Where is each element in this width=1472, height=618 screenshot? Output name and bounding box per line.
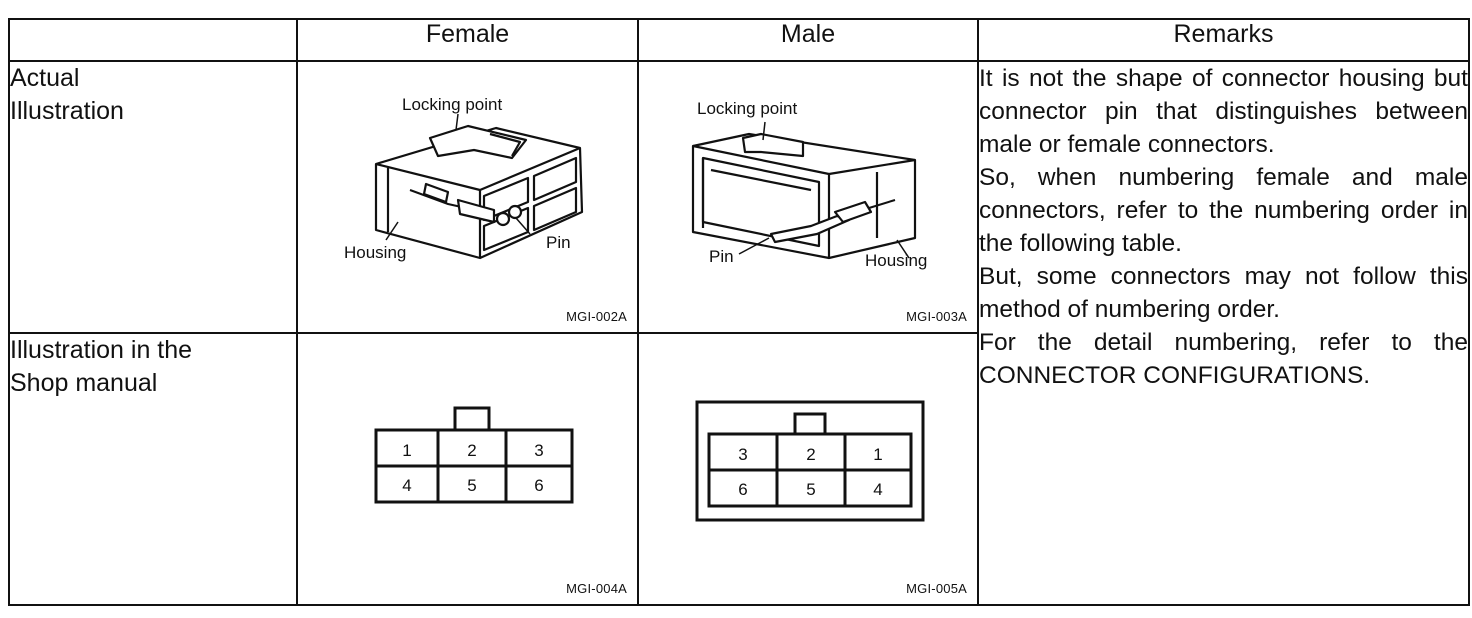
male-locking-point-label: Locking point [697,99,797,118]
male-pin-number: 2 [806,445,815,464]
row-label-shop: Illustration in the Shop manual [8,332,298,606]
header-row: Female Male Remarks [8,18,1470,62]
header-blank [8,18,298,62]
female-locking-point-label: Locking point [402,95,502,114]
female-pin-number: 6 [534,476,543,495]
male-pin-number: 1 [873,445,882,464]
male-pin-number: 4 [873,480,882,499]
row-label-shop-line1: Illustration in the [10,336,193,364]
female-pin-number: 4 [402,476,411,495]
female-housing-label: Housing [344,243,406,262]
male-actual-figure-code: MGI-003A [906,309,967,324]
row-label-shop-line2: Shop manual [10,369,158,397]
header-female: Female [296,18,639,62]
male-pin-layout-drawing: 3 2 1 6 5 4 [695,400,925,522]
male-pin-number: 6 [738,480,747,499]
remarks-paragraph-1: It is not the shape of connector housing… [979,65,1468,158]
female-pin-number: 5 [467,476,476,495]
female-pin-layout-drawing: 1 2 3 4 5 6 [374,406,574,504]
male-connector-drawing: Locking point Pin Housing [691,99,927,270]
female-shop-figure-code: MGI-004A [566,581,627,596]
remarks-cell: It is not the shape of connector housing… [977,60,1470,606]
male-shop-figure-code: MGI-005A [906,581,967,596]
male-housing-label: Housing [865,251,927,270]
header-male: Male [637,18,979,62]
remarks-paragraph-4: For the detail numbering, refer to the C… [979,329,1468,389]
male-shop-figure: 3 2 1 6 5 4 MGI-005A [637,332,979,606]
female-pin-label: Pin [546,233,571,252]
male-pin-label: Pin [709,247,734,266]
remarks-paragraph-3: But, some connectors may not follow this… [979,263,1468,323]
connector-table: Female Male Remarks Actual Illustration [8,18,1470,606]
row-actual-illustration: Actual Illustration [8,60,1470,606]
row-shop-manual-illustration: Illustration in the Shop manual 1 2 3 4 … [8,332,1469,606]
male-pin-number: 5 [806,480,815,499]
header-remarks: Remarks [977,18,1470,62]
female-pin-number: 2 [467,441,476,460]
female-actual-figure-code: MGI-002A [566,309,627,324]
female-pin-number: 3 [534,441,543,460]
row-label-actual-line1: Actual [10,64,80,92]
remarks-paragraph-2: So, when numbering female and male conne… [979,164,1468,257]
row-label-actual: Actual Illustration [8,60,298,334]
female-pin-number: 1 [402,441,411,460]
female-actual-figure: Locking point Housing Pin MGI-002A [296,60,639,334]
female-shop-figure: 1 2 3 4 5 6 MGI-004A [296,332,639,606]
male-pin-number: 3 [738,445,747,464]
row-label-actual-line2: Illustration [10,97,124,125]
female-connector-drawing: Locking point Housing Pin [344,95,584,262]
male-actual-figure: Locking point Pin Housing MGI-003A [637,60,979,334]
